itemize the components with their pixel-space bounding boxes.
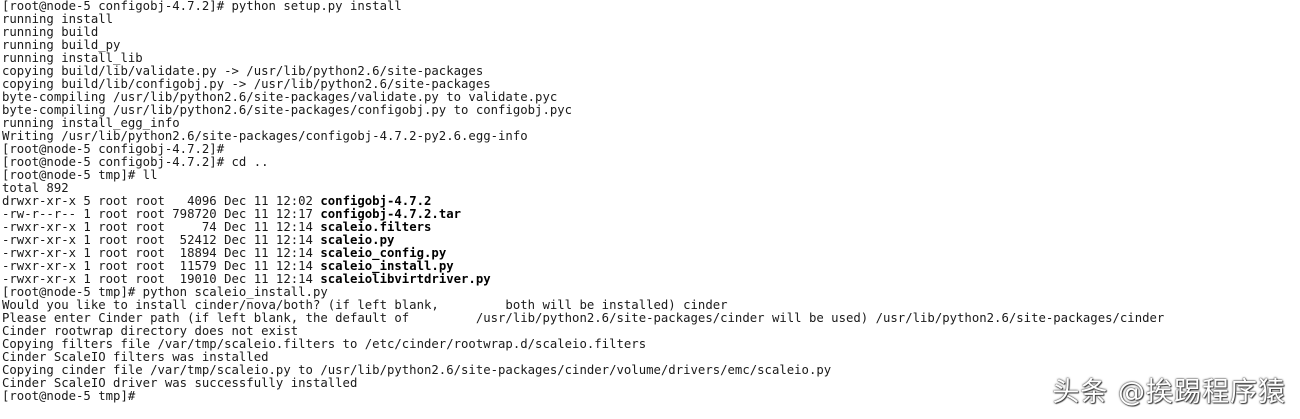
listing-filename: scaleio.filters [320, 220, 432, 234]
listing-filename: configobj-4.7.2 [320, 194, 432, 208]
terminal-line: copying build/lib/validate.py -> /usr/li… [2, 64, 484, 78]
terminal-line: running install_lib [2, 51, 143, 65]
terminal-line: running install_egg_info [2, 116, 180, 130]
listing-attributes: -rwxr-xr-x 1 root root 11579 Dec 11 12:1… [2, 259, 321, 273]
listing-attributes: -rwxr-xr-x 1 root root 74 Dec 11 12:14 [2, 220, 321, 234]
terminal-line: Would you like to install cinder/nova/bo… [2, 298, 728, 312]
listing-attributes: -rwxr-xr-x 1 root root 19010 Dec 11 12:1… [2, 272, 321, 286]
terminal-prompt[interactable]: [root@node-5 tmp]# [2, 389, 136, 403]
terminal-line: Copying cinder file /var/tmp/scaleio.py … [2, 363, 832, 377]
listing-row: -rwxr-xr-x 1 root root 74 Dec 11 12:14 s… [2, 221, 1164, 234]
terminal-line: Please enter Cinder path (if left blank,… [2, 311, 1165, 325]
listing-row: -rwxr-xr-x 1 root root 52412 Dec 11 12:1… [2, 234, 1164, 247]
listing-row: -rwxr-xr-x 1 root root 19010 Dec 11 12:1… [2, 273, 1164, 286]
listing-filename: scaleiolibvirtdriver.py [320, 272, 491, 286]
terminal-line: Cinder ScaleIO driver was successfully i… [2, 376, 358, 390]
listing-attributes: -rwxr-xr-x 1 root root 18894 Dec 11 12:1… [2, 246, 321, 260]
terminal-line: total 892 [2, 181, 69, 195]
listing-row: -rwxr-xr-x 1 root root 18894 Dec 11 12:1… [2, 247, 1164, 260]
terminal-line: Cinder rootwrap directory does not exist [2, 324, 299, 338]
listing-row: -rwxr-xr-x 1 root root 11579 Dec 11 12:1… [2, 260, 1164, 273]
listing-attributes: -rwxr-xr-x 1 root root 52412 Dec 11 12:1… [2, 233, 321, 247]
terminal-line: [root@node-5 configobj-4.7.2]# python se… [2, 0, 402, 13]
terminal-line: running install [2, 12, 114, 26]
terminal-line: [root@node-5 configobj-4.7.2]# [2, 142, 225, 156]
listing-filename: configobj-4.7.2.tar [320, 207, 462, 221]
terminal-line: Copying filters file /var/tmp/scaleio.fi… [2, 337, 647, 351]
terminal-line: running build [2, 25, 99, 39]
listing-attributes: drwxr-xr-x 5 root root 4096 Dec 11 12:02 [2, 194, 321, 208]
terminal-line: byte-compiling /usr/lib/python2.6/site-p… [2, 103, 573, 117]
terminal-line: copying build/lib/configobj.py -> /usr/l… [2, 77, 491, 91]
terminal-line: [root@node-5 tmp]# ll [2, 168, 158, 182]
terminal-line: [root@node-5 tmp]# python scaleio_instal… [2, 285, 328, 299]
terminal-output: [root@node-5 configobj-4.7.2]# python se… [2, 0, 1164, 403]
terminal-line: [root@node-5 configobj-4.7.2]# cd .. [2, 155, 269, 169]
listing-filename: scaleio_config.py [320, 246, 447, 260]
terminal-line: byte-compiling /usr/lib/python2.6/site-p… [2, 90, 558, 104]
listing-row: drwxr-xr-x 5 root root 4096 Dec 11 12:02… [2, 195, 1164, 208]
watermark: 头条 @挨踢程序猿 [1052, 377, 1286, 408]
terminal-line: running build_py [2, 38, 121, 52]
terminal-line: Cinder ScaleIO filters was installed [2, 350, 269, 364]
listing-filename: scaleio_install.py [320, 259, 454, 273]
terminal-line: Writing /usr/lib/python2.6/site-packages… [2, 129, 528, 143]
listing-filename: scaleio.py [320, 233, 395, 247]
listing-attributes: -rw-r--r-- 1 root root 798720 Dec 11 12:… [2, 207, 321, 221]
listing-row: -rw-r--r-- 1 root root 798720 Dec 11 12:… [2, 208, 1164, 221]
